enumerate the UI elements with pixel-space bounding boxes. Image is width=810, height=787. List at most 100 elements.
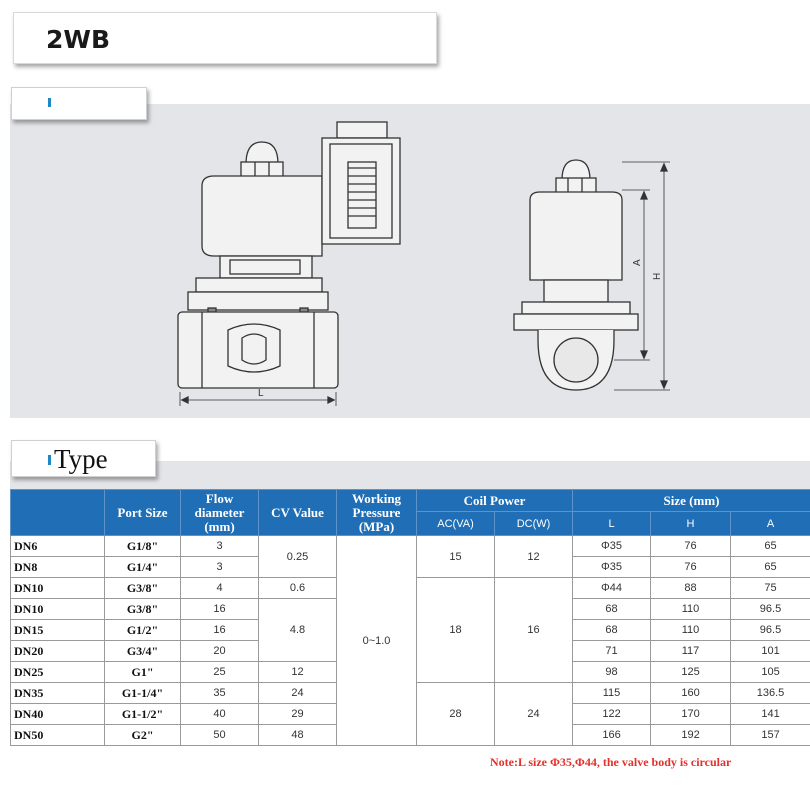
port-cell: G1/4": [104, 556, 181, 578]
port-cell: G3/4": [104, 640, 181, 662]
dn-cell: DN40: [10, 703, 105, 725]
dim-label-a: A: [632, 259, 643, 266]
port-cell: G1/2": [104, 619, 181, 641]
table-row: DN50 G2" 50 48 166 192 157: [10, 724, 810, 746]
l-cell: Φ35: [572, 556, 652, 578]
flow-cell: 25: [180, 661, 259, 683]
side-view: [513, 159, 670, 391]
a-cell: 65: [730, 535, 810, 557]
th-blank: [10, 489, 105, 536]
port-cell: G2": [104, 724, 181, 746]
flow-cell: 3: [180, 556, 259, 578]
table-row: DN8 G1/4" 3 Φ35 76 65: [10, 556, 810, 578]
l-cell: 71: [572, 640, 652, 662]
th-h: H: [650, 511, 732, 536]
dc-cell: 12: [493, 535, 574, 578]
table-row: DN15 G1/2" 16 68 110 96.5: [10, 619, 810, 641]
l-cell: 68: [572, 598, 652, 620]
port-cell: G1-1/4": [104, 682, 181, 704]
l-cell: 166: [572, 724, 652, 746]
l-cell: 68: [572, 619, 652, 641]
cv-cell: 29: [258, 703, 337, 725]
dc-cell: 24: [493, 682, 574, 746]
a-cell: 96.5: [730, 619, 810, 641]
valve-drawing: L A H: [177, 121, 670, 406]
l-cell: 115: [572, 682, 652, 704]
dim-label-h: H: [652, 273, 663, 280]
h-cell: 76: [650, 535, 732, 557]
cv-cell: 48: [258, 724, 337, 746]
cv-cell: 0.25: [258, 535, 337, 578]
a-cell: 96.5: [730, 598, 810, 620]
cv-cell: 12: [258, 661, 337, 683]
l-cell: Φ44: [572, 577, 652, 599]
port-cell: G1/8": [104, 535, 181, 557]
th-flow-diameter: Flow diameter (mm): [180, 489, 259, 536]
h-cell: 160: [650, 682, 732, 704]
front-view: [177, 121, 401, 406]
dn-cell: DN50: [10, 724, 105, 746]
flow-cell: 16: [180, 619, 259, 641]
a-cell: 157: [730, 724, 810, 746]
l-cell: 122: [572, 703, 652, 725]
h-cell: 110: [650, 598, 732, 620]
h-cell: 110: [650, 619, 732, 641]
th-working-pressure: Working Pressure (MPa): [336, 489, 417, 536]
drawing-section-tab: [11, 87, 147, 120]
port-cell: G1": [104, 661, 181, 683]
pressure-cell: 0~1.0: [336, 535, 417, 746]
dn-cell: DN8: [10, 556, 105, 578]
tab-marker: [48, 455, 51, 465]
th-port-size: Port Size: [104, 489, 181, 536]
drawing-panel: [10, 104, 810, 418]
port-cell: G3/8": [104, 577, 181, 599]
dn-cell: DN25: [10, 661, 105, 683]
a-cell: 65: [730, 556, 810, 578]
flow-cell: 20: [180, 640, 259, 662]
th-coil-power: Coil Power: [415, 489, 574, 512]
th-a: A: [730, 511, 810, 536]
dc-cell: 16: [493, 577, 574, 683]
table-row: DN6 G1/8" 3 0.25 0~1.0 15 12 Φ35 76 65: [10, 535, 810, 746]
port-cell: G3/8": [104, 598, 181, 620]
h-cell: 117: [650, 640, 732, 662]
h-cell: 88: [650, 577, 732, 599]
tab-marker: [48, 98, 51, 107]
a-cell: 141: [730, 703, 810, 725]
a-cell: 101: [730, 640, 810, 662]
th-size: Size (mm): [572, 489, 810, 512]
l-cell: Φ35: [572, 535, 652, 557]
th-l: L: [572, 511, 652, 536]
dn-cell: DN10: [10, 577, 105, 599]
h-cell: 170: [650, 703, 732, 725]
table-row: DN35 G1-1/4" 35 24 28 24 115 160 136.5: [10, 682, 810, 746]
type-heading: Type: [54, 444, 108, 474]
h-cell: 125: [650, 661, 732, 683]
product-title: 2WB: [46, 25, 111, 54]
a-cell: 105: [730, 661, 810, 683]
a-cell: 136.5: [730, 682, 810, 704]
port-cell: G1-1/2": [104, 703, 181, 725]
th-cv-value: CV Value: [258, 489, 337, 536]
ac-cell: 18: [416, 577, 495, 683]
flow-cell: 50: [180, 724, 259, 746]
flow-cell: 35: [180, 682, 259, 704]
h-cell: 76: [650, 556, 732, 578]
flow-cell: 40: [180, 703, 259, 725]
l-cell: 98: [572, 661, 652, 683]
dn-cell: DN15: [10, 619, 105, 641]
spec-table: Port Size Flow diameter (mm) CV Value Wo…: [10, 489, 810, 746]
cv-cell: 0.6: [258, 577, 337, 599]
cv-cell: 24: [258, 682, 337, 704]
table-row: DN10 G3/8" 16 4.8 68 110 96.5: [10, 598, 810, 662]
dn-cell: DN20: [10, 640, 105, 662]
h-cell: 192: [650, 724, 732, 746]
flow-cell: 16: [180, 598, 259, 620]
ac-cell: 28: [416, 682, 495, 746]
flow-cell: 4: [180, 577, 259, 599]
dn-cell: DN6: [10, 535, 105, 557]
flow-cell: 3: [180, 535, 259, 557]
product-title-tab: 2WB: [13, 12, 437, 64]
type-section-tab: Type: [11, 440, 156, 477]
th-ac: AC(VA): [416, 511, 495, 536]
